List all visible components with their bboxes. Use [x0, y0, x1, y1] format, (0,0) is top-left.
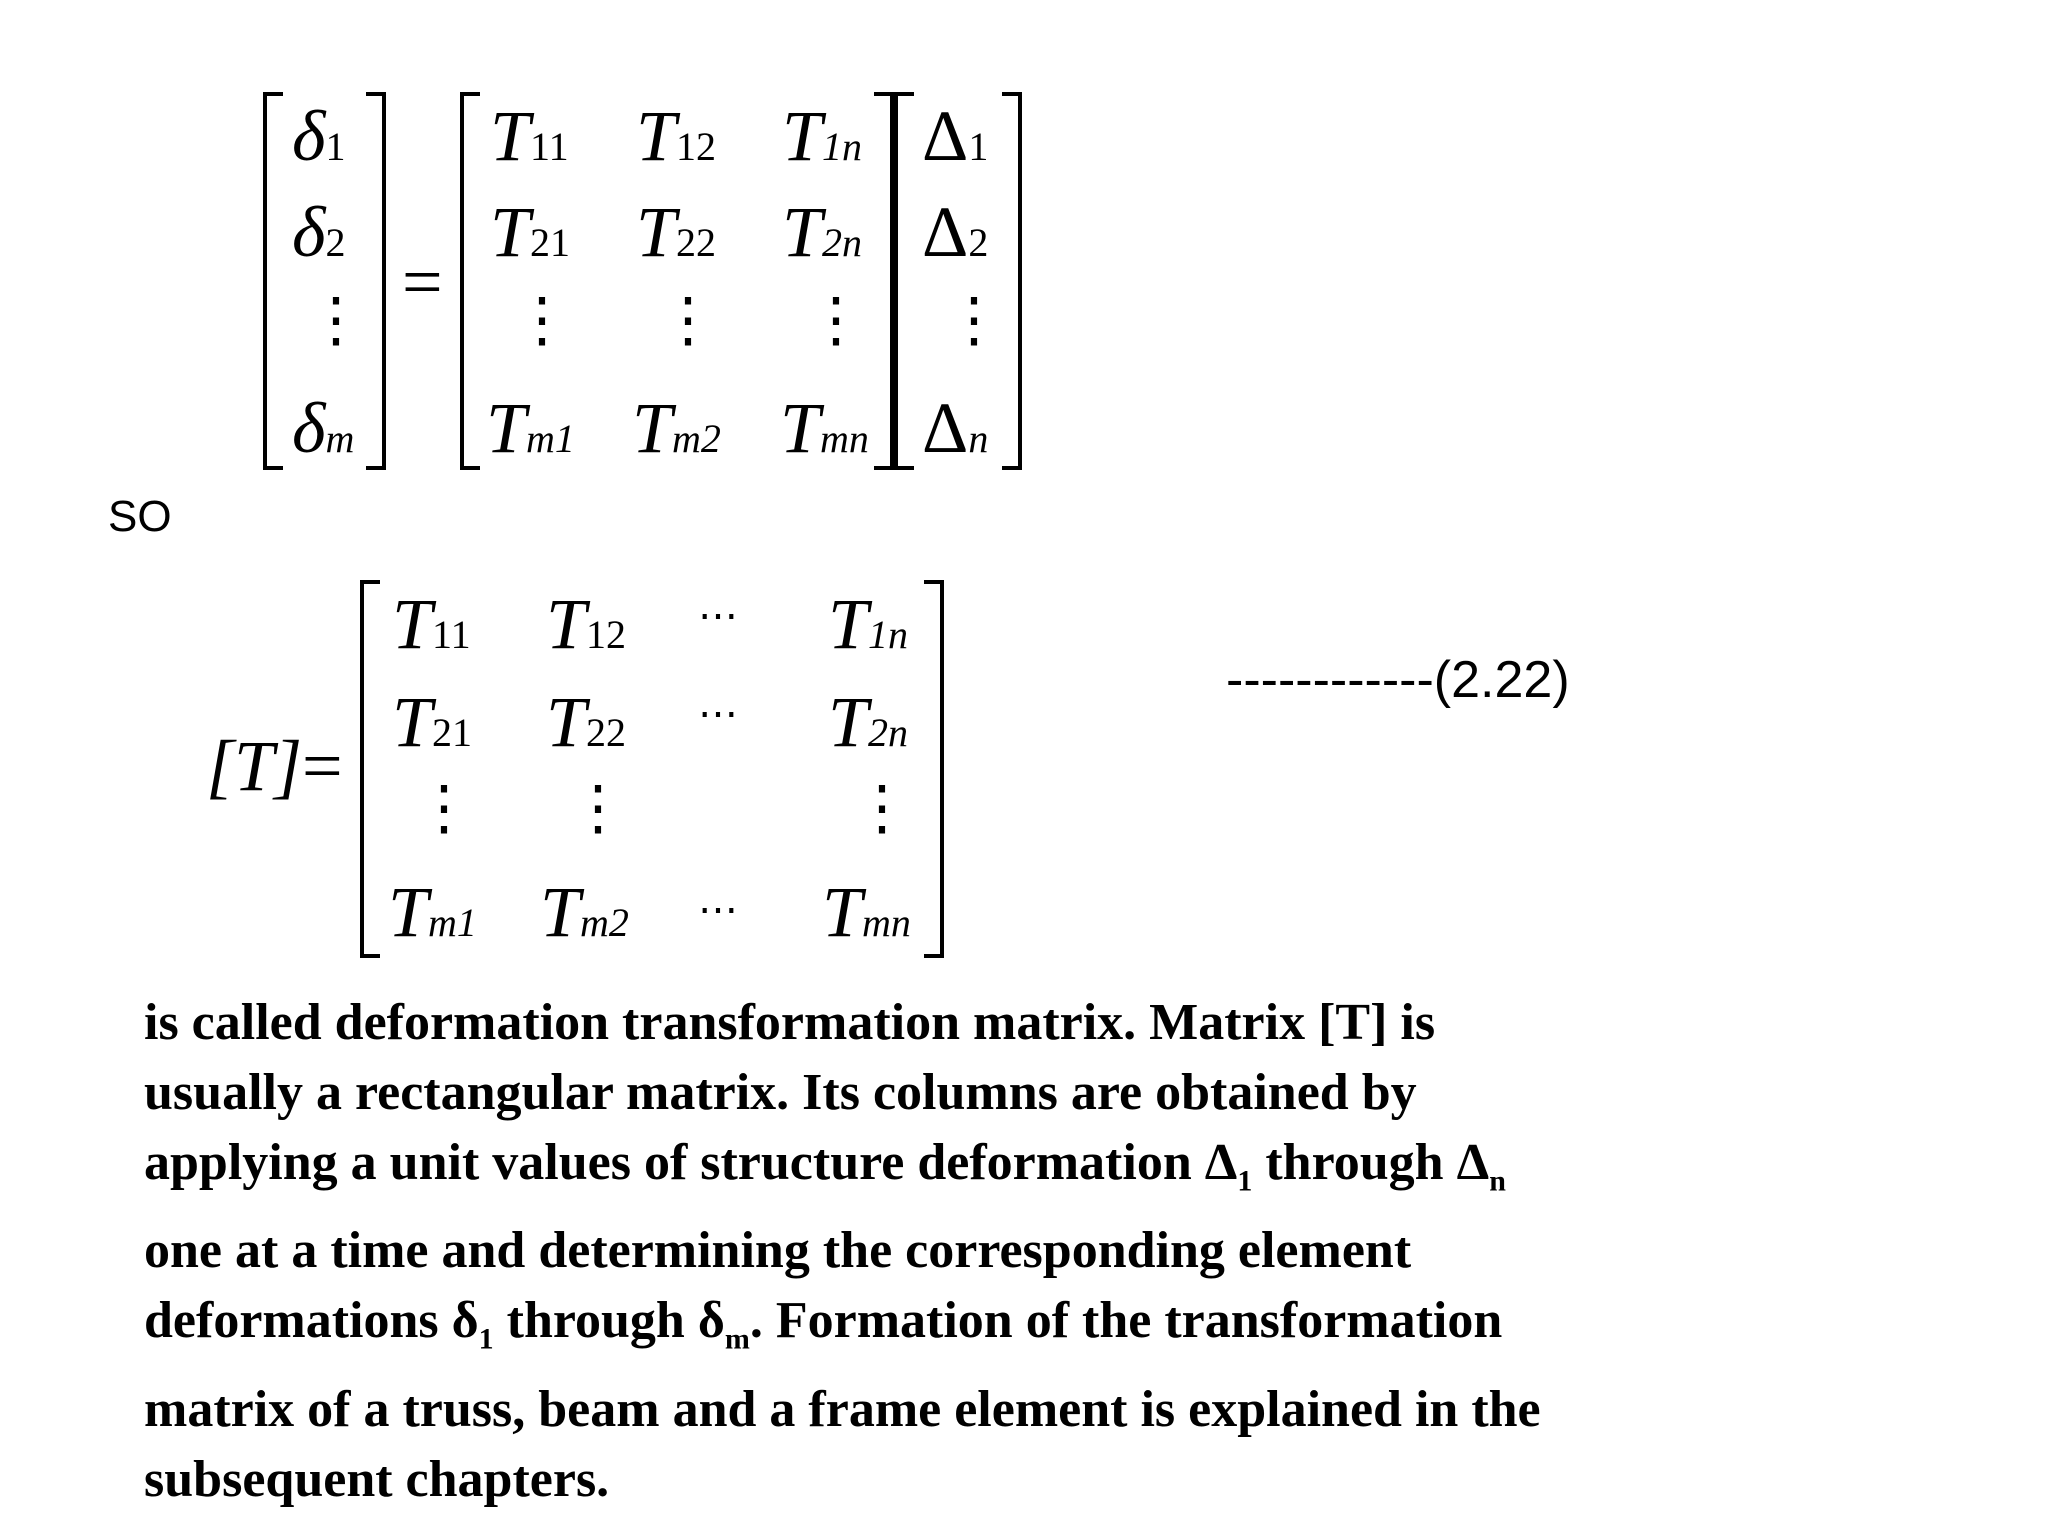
- matrix2-vertical-dots-col4: ⋮: [852, 773, 912, 843]
- matrix2-cell-m1: Tm1: [388, 872, 477, 952]
- rhs-Delta-2: Δ2: [922, 192, 989, 272]
- paragraph-line: matrix of a truss, beam and a frame elem…: [144, 1380, 1541, 1438]
- matrix2-vertical-dots-col1: ⋮: [414, 773, 474, 843]
- matrix2-right-bracket: [924, 580, 944, 958]
- equals-sign-2: =: [302, 726, 343, 806]
- matrix2-horizontal-dots-rowm: ⋯: [698, 887, 744, 933]
- matrix1-cell-12: T12: [636, 96, 717, 176]
- lhs-vertical-dots: ⋮: [306, 285, 366, 355]
- paragraph-line: deformations δ1 through δm. Formation of…: [144, 1292, 1503, 1356]
- matrix2-cell-mn: Tmn: [822, 872, 911, 952]
- matrix1-cell-2n: T2n: [782, 192, 863, 272]
- lhs-delta-2: δ2: [292, 192, 346, 272]
- matrix2-cell-11: T11: [392, 584, 471, 664]
- matrix2-cell-1n: T1n: [828, 584, 909, 664]
- matrix-T-label: [T]: [206, 726, 303, 806]
- matrix2-left-bracket: [360, 580, 380, 958]
- paragraph-line: one at a time and determining the corres…: [144, 1222, 1412, 1280]
- matrix2-cell-12: T12: [546, 584, 627, 664]
- matrix1-cell-21: T21: [490, 192, 571, 272]
- paragraph-line: subsequent chapters.: [144, 1450, 610, 1508]
- rhs-Delta-n: Δn: [922, 388, 989, 468]
- lhs-left-bracket: [263, 92, 283, 470]
- matrix1-right-bracket: [874, 92, 894, 470]
- equation-number: ------------(2.22): [1226, 651, 1570, 709]
- matrix2-horizontal-dots-row2: ⋯: [698, 691, 744, 737]
- rhs-left-bracket: [894, 92, 914, 470]
- matrix1-vertical-dots-col3: ⋮: [806, 285, 866, 355]
- paragraph-line: is called deformation transformation mat…: [144, 994, 1436, 1051]
- matrix2-horizontal-dots-row1: ⋯: [698, 593, 744, 639]
- rhs-vertical-dots: ⋮: [944, 285, 1004, 355]
- lhs-delta-m: δm: [292, 388, 355, 468]
- paragraph-line: applying a unit values of structure defo…: [144, 1134, 1506, 1198]
- equals-sign-1: =: [402, 242, 443, 322]
- matrix1-vertical-dots-col2: ⋮: [658, 285, 718, 355]
- matrix1-left-bracket: [460, 92, 480, 470]
- matrix2-vertical-dots-col2: ⋮: [568, 773, 628, 843]
- matrix2-cell-m2: Tm2: [540, 872, 629, 952]
- matrix1-cell-m1: Tm1: [486, 388, 575, 468]
- matrix1-cell-mn: Tmn: [780, 388, 869, 468]
- matrix1-cell-11: T11: [490, 96, 569, 176]
- lhs-delta-1: δ1: [292, 96, 346, 176]
- matrix2-cell-21: T21: [392, 682, 473, 762]
- matrix1-vertical-dots-col1: ⋮: [512, 285, 572, 355]
- rhs-right-bracket: [1002, 92, 1022, 470]
- rhs-Delta-1: Δ1: [922, 96, 989, 176]
- matrix1-cell-22: T22: [636, 192, 717, 272]
- matrix2-cell-22: T22: [546, 682, 627, 762]
- lhs-right-bracket: [366, 92, 386, 470]
- body-paragraph: is called deformation transformation mat…: [144, 988, 1744, 1515]
- paragraph-line: usually a rectangular matrix. Its column…: [144, 1064, 1417, 1121]
- matrix2-cell-2n: T2n: [828, 682, 909, 762]
- so-label: SO: [108, 492, 172, 541]
- matrix1-cell-m2: Tm2: [632, 388, 721, 468]
- matrix1-cell-1n: T1n: [782, 96, 863, 176]
